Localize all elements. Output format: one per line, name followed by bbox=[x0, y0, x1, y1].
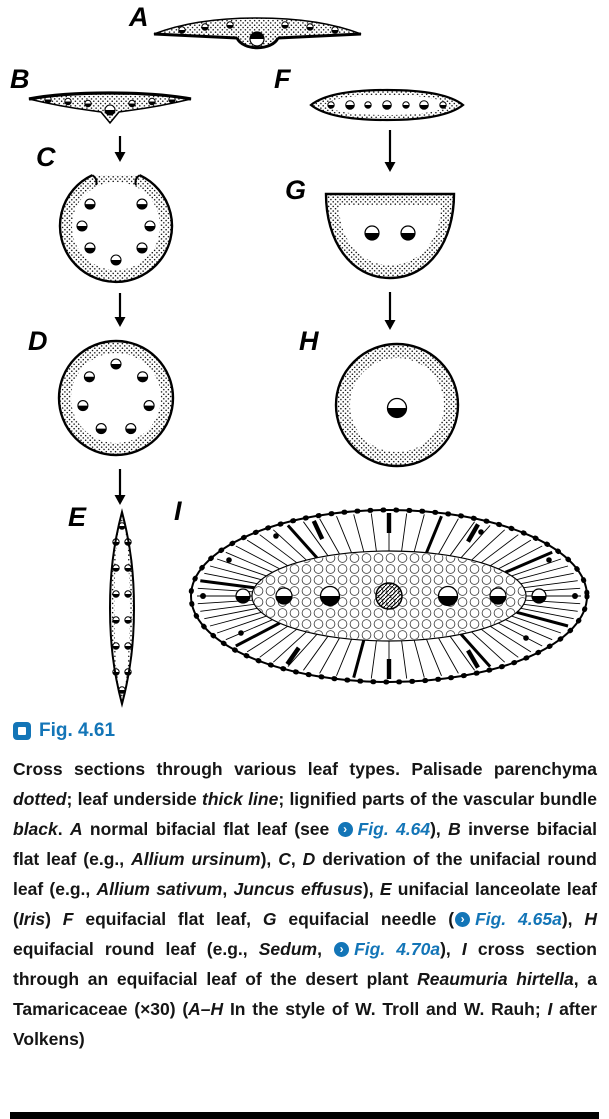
caption-text-segment: E bbox=[379, 879, 392, 899]
figure-number: Fig. 4.61 bbox=[39, 720, 116, 741]
caption-text-segment: ; leaf underside bbox=[66, 789, 202, 809]
caption-text-segment: thick line bbox=[202, 789, 279, 809]
page-divider bbox=[10, 1112, 599, 1119]
arrow-down-icon bbox=[114, 136, 126, 162]
figure-caption: Fig. 4.61 Cross sections through various… bbox=[13, 720, 597, 1054]
label-a: A bbox=[129, 2, 149, 32]
caption-text-segment: , bbox=[317, 939, 334, 959]
vascular-bundles bbox=[386, 397, 408, 419]
caption-text-segment: ), bbox=[561, 909, 585, 929]
caption-text-segment: dotted bbox=[13, 789, 67, 809]
figure-caption-text: Cross sections through various leaf type… bbox=[13, 750, 597, 1054]
label-c: C bbox=[36, 142, 56, 172]
section-i-drawing bbox=[188, 507, 590, 685]
caption-text-segment: equifacial round leaf (e.g., bbox=[13, 939, 259, 959]
figure-caption-header: Fig. 4.61 bbox=[13, 720, 597, 742]
caption-text-segment: after Volkens) bbox=[13, 999, 597, 1049]
caption-text-segment: cross section through an equifacial leaf… bbox=[13, 939, 597, 989]
caption-text-segment: A bbox=[69, 819, 83, 839]
section-b-drawing bbox=[28, 91, 192, 125]
section-h-drawing bbox=[334, 342, 460, 468]
caption-text-segment: black bbox=[13, 819, 58, 839]
caption-text-segment: . bbox=[57, 819, 70, 839]
caption-text-segment: B bbox=[448, 819, 461, 839]
caption-text-segment: , bbox=[290, 849, 303, 869]
section-c-drawing bbox=[58, 174, 174, 284]
caption-text-segment: equifacial needle ( bbox=[276, 909, 455, 929]
caption-text-segment: Reaumuria hirtella bbox=[417, 969, 574, 989]
fig-ref-icon[interactable]: › bbox=[455, 912, 471, 927]
caption-text-segment: Sedum bbox=[258, 939, 318, 959]
caption-text-segment: ), bbox=[430, 819, 449, 839]
fig-ref-link[interactable]: Fig. 4.64 bbox=[357, 819, 431, 839]
caption-text-segment: ; lignified parts of the vascular bundle bbox=[278, 789, 597, 809]
caption-text-segment: D bbox=[302, 849, 316, 869]
caption-text-segment: I bbox=[547, 999, 553, 1019]
label-e: E bbox=[68, 502, 87, 532]
caption-text-segment: unifacial lanceolate leaf ( bbox=[13, 879, 597, 929]
caption-text-segment: In the style of W. Troll and W. Rauh; bbox=[223, 999, 548, 1019]
caption-text-segment: Cross sections through various leaf type… bbox=[13, 759, 597, 779]
caption-text-segment: inverse bifacial flat leaf (e.g., bbox=[13, 819, 597, 869]
lignified-marks bbox=[200, 513, 578, 679]
label-b: B bbox=[10, 64, 30, 94]
figure-marker-icon bbox=[13, 722, 31, 740]
caption-text-segment: I bbox=[461, 939, 467, 959]
fig-ref-icon[interactable]: › bbox=[334, 942, 350, 957]
caption-text-segment: F bbox=[62, 909, 74, 929]
fig-ref-icon[interactable]: › bbox=[337, 822, 353, 837]
caption-text-segment: ), bbox=[440, 939, 462, 959]
section-f-drawing bbox=[309, 88, 465, 122]
arrow-down-icon bbox=[384, 292, 396, 330]
caption-text-segment: Juncus effusus bbox=[233, 879, 363, 899]
caption-text-segment: ), bbox=[260, 849, 279, 869]
caption-text-segment: , bbox=[222, 879, 234, 899]
caption-text-segment: normal bifacial flat leaf (see bbox=[82, 819, 337, 839]
section-a-drawing bbox=[153, 17, 362, 50]
label-d: D bbox=[28, 326, 48, 356]
caption-text-segment: equifacial flat leaf, bbox=[73, 909, 263, 929]
section-d-drawing bbox=[57, 339, 175, 457]
caption-text-segment: Allium sativum bbox=[96, 879, 223, 899]
caption-text-segment: C bbox=[278, 849, 291, 869]
caption-text-segment: Allium ursinum bbox=[131, 849, 261, 869]
caption-text-segment: G bbox=[262, 909, 277, 929]
arrow-down-icon bbox=[114, 293, 126, 327]
section-g-drawing bbox=[324, 192, 456, 280]
caption-text-segment: A–H bbox=[188, 999, 224, 1019]
caption-text-segment: derivation of the unifacial round leaf (… bbox=[13, 849, 597, 899]
label-f: F bbox=[274, 64, 291, 94]
fig-ref-link[interactable]: Fig. 4.65a bbox=[475, 909, 562, 929]
label-g: G bbox=[285, 175, 307, 205]
caption-text-segment: , a Tamaricaceae (×30) ( bbox=[13, 969, 597, 1019]
caption-text-segment: H bbox=[584, 909, 597, 929]
label-i: I bbox=[174, 496, 182, 526]
vascular-bundles bbox=[235, 582, 547, 610]
arrow-down-icon bbox=[114, 469, 126, 505]
caption-text-segment: ), bbox=[362, 879, 380, 899]
section-e-drawing bbox=[108, 508, 136, 708]
fig-ref-link[interactable]: Fig. 4.70a bbox=[354, 939, 441, 959]
caption-text-segment: ) bbox=[45, 909, 63, 929]
label-h: H bbox=[299, 326, 319, 356]
caption-text-segment: Iris bbox=[18, 909, 46, 929]
arrow-down-icon bbox=[384, 130, 396, 172]
